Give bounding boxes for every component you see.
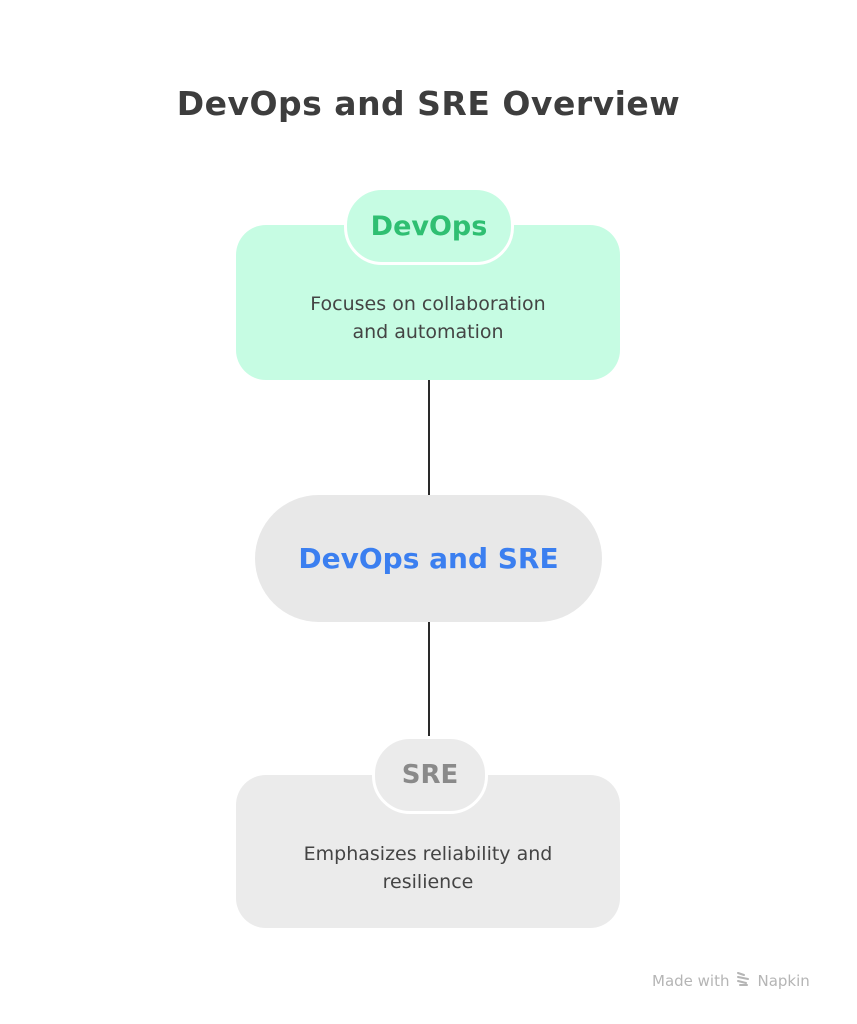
connector-line-top (428, 380, 430, 495)
devops-label: DevOps (370, 210, 488, 242)
devops-description-line: and automation (352, 321, 504, 343)
sre-description-line: Emphasizes reliability and (303, 843, 553, 865)
napkin-brand-text: Napkin (757, 972, 810, 990)
sre-label: SRE (401, 760, 459, 790)
devops-description: Focuses on collaboration and automation (236, 290, 620, 346)
sre-description-line: resilience (382, 871, 474, 893)
sre-description: Emphasizes reliability and resilience (236, 840, 620, 896)
devops-label-pill: DevOps (344, 187, 514, 265)
sre-label-pill: SRE (372, 736, 488, 814)
connector-line-bottom (428, 622, 430, 740)
center-node: DevOps and SRE (255, 495, 602, 622)
diagram-title: DevOps and SRE Overview (176, 84, 681, 123)
center-node-label: DevOps and SRE (298, 542, 559, 575)
napkin-attribution: Made with Napkin (652, 971, 810, 991)
devops-description-line: Focuses on collaboration (310, 293, 546, 315)
made-with-text: Made with (652, 972, 730, 990)
napkin-logo-icon (735, 971, 751, 991)
